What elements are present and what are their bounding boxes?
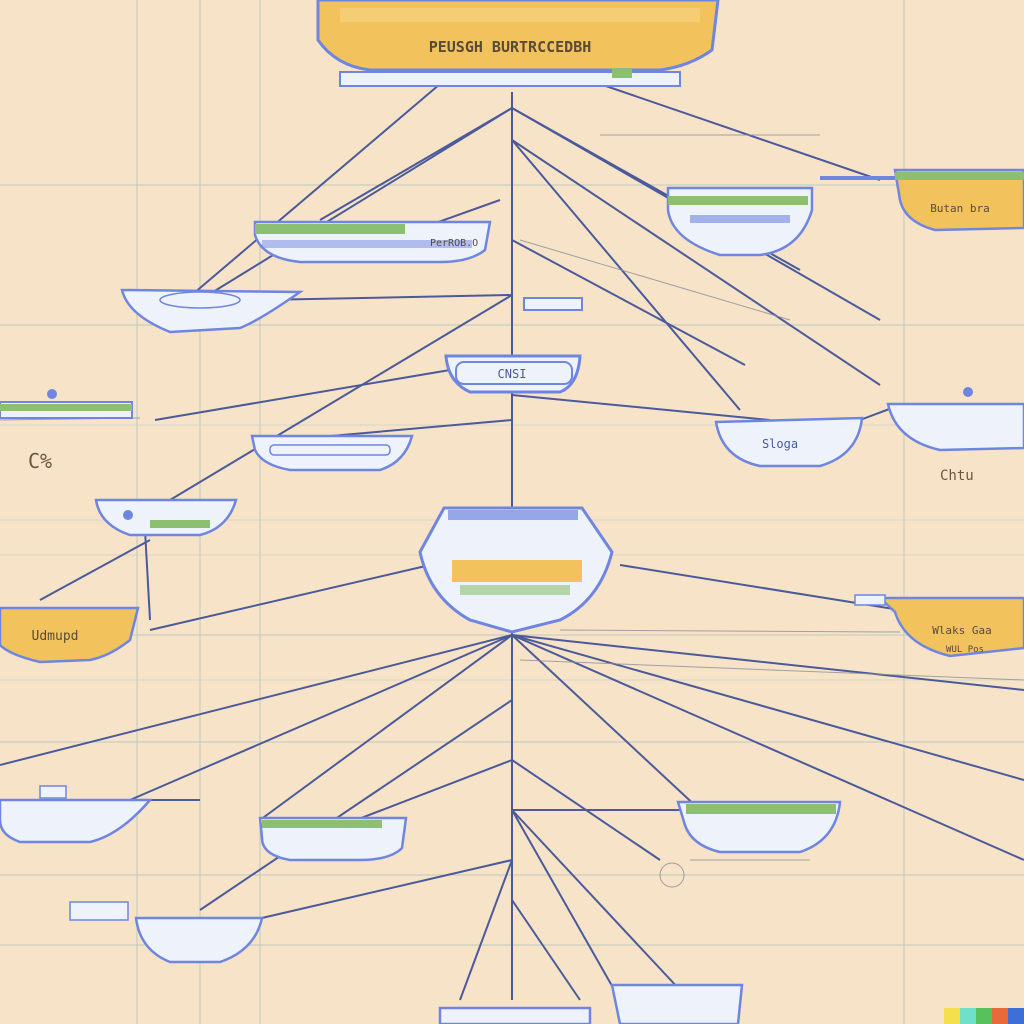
right-top-node-label: Butan bra [930, 202, 990, 215]
trunk-tag-upper [523, 297, 583, 311]
left-mid-bar-node[interactable]: C% [0, 389, 133, 473]
center-upper-node[interactable]: CNSI [444, 354, 582, 394]
right-top-yellow-node[interactable]: Butan bra [820, 168, 1024, 232]
left-lower-yellow-node[interactable]: Udmupd [0, 606, 140, 664]
right-middle-node-label: Sloga [762, 437, 798, 451]
left-boat-node[interactable] [120, 288, 304, 334]
bottom-left-center-node[interactable] [258, 816, 408, 862]
right-mid-caption: Chtu [940, 468, 974, 484]
left-lower-node-label: Udmupd [32, 629, 79, 644]
color-strip-watermark [944, 1008, 1024, 1024]
left-upper-node-label: PerROB.O [430, 238, 478, 249]
top-node-title: PEUSGH BURTRCCEDBH [429, 38, 592, 56]
far-right-mid-node[interactable]: Chtu [886, 387, 1024, 484]
lowest-left-node[interactable] [69, 901, 264, 964]
right-upper-node[interactable] [666, 186, 814, 257]
pencil-lines [0, 134, 1024, 888]
top-node[interactable]: PEUSGH BURTRCCEDBH [316, 0, 720, 87]
bottom-center-node[interactable] [438, 1006, 592, 1024]
bottom-left-node[interactable] [0, 785, 153, 844]
left-mid-caption: C% [28, 449, 52, 473]
center-upper-node-label: CNSI [498, 367, 527, 381]
right-lower-node-label: Wlaks Gaa [932, 624, 992, 637]
right-lower-caption: WUL Pos [946, 645, 984, 655]
right-middle-node[interactable]: Sloga [714, 416, 864, 468]
left-center-mid-node[interactable] [250, 434, 414, 472]
left-upper-node[interactable]: PerROB.O [253, 220, 492, 264]
bottom-right-node[interactable] [676, 800, 842, 854]
bottom-right-small-node[interactable] [610, 983, 744, 1024]
right-lower-yellow-node[interactable]: Wlaks Gaa WUL Pos [854, 594, 1024, 658]
center-main-node[interactable] [418, 506, 614, 634]
left-small-node[interactable] [94, 498, 238, 537]
